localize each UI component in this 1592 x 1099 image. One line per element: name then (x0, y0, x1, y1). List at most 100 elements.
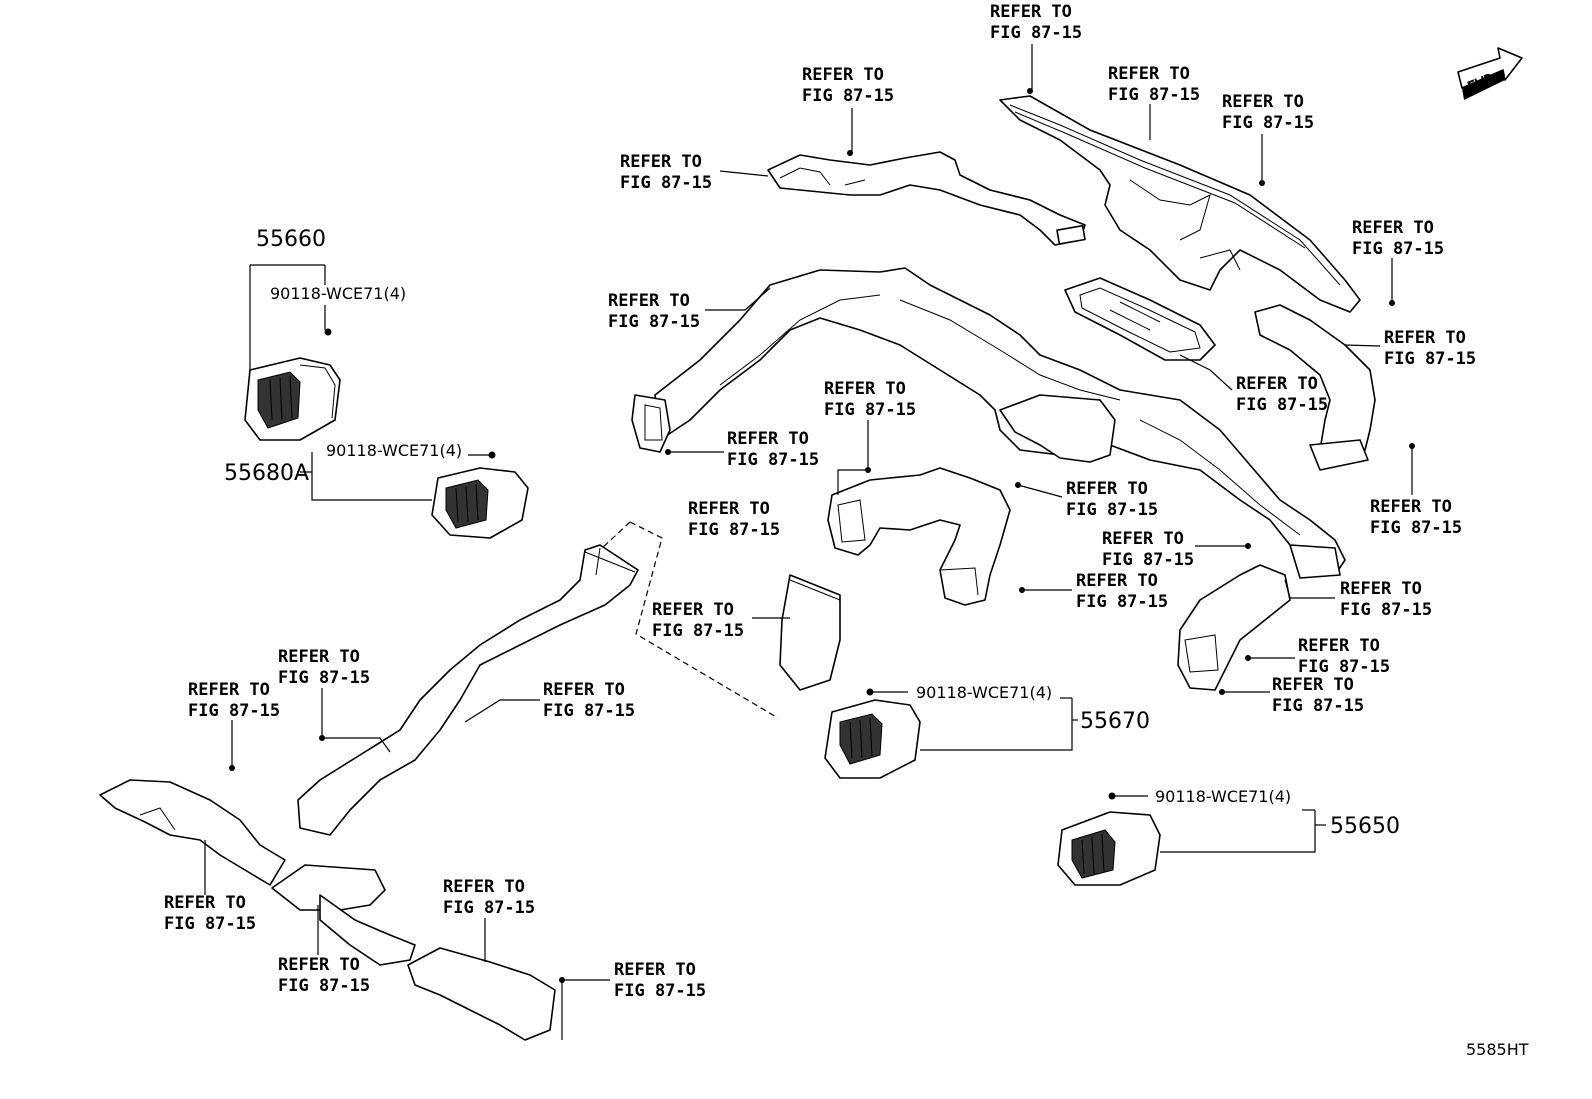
svg-text:FIG 87-15: FIG 87-15 (802, 86, 894, 106)
refer-label-register-frame: REFER TO FIG 87-15 (1236, 374, 1328, 415)
figure-id: 5585HT (1466, 1040, 1529, 1059)
svg-text:FIG 87-15: FIG 87-15 (652, 621, 744, 641)
svg-text:REFER TO: REFER TO (614, 960, 696, 980)
refer-label-top-center: REFER TO FIG 87-15 (990, 2, 1082, 43)
svg-text:REFER TO: REFER TO (443, 877, 525, 897)
right-lower-duct (1177, 564, 1291, 691)
svg-text:REFER TO: REFER TO (164, 893, 246, 913)
svg-text:FIG 87-15: FIG 87-15 (1384, 349, 1476, 369)
svg-text:FIG 87-15: FIG 87-15 (824, 400, 916, 420)
svg-text:REFER TO: REFER TO (688, 499, 770, 519)
svg-text:REFER TO: REFER TO (608, 291, 690, 311)
svg-text:REFER TO: REFER TO (824, 379, 906, 399)
svg-text:FIG 87-15: FIG 87-15 (620, 173, 712, 193)
refer-label-right-lower-bolt-b: REFER TO FIG 87-15 (1272, 675, 1364, 716)
svg-text:REFER TO: REFER TO (1340, 579, 1422, 599)
fwd-arrow-icon: FWD (1457, 47, 1523, 100)
svg-text:REFER TO: REFER TO (1222, 92, 1304, 112)
svg-text:FIG 87-15: FIG 87-15 (443, 898, 535, 918)
register-vent-55680A (431, 467, 529, 539)
defroster-duct (999, 95, 1361, 313)
refer-label-center-lower-right: REFER TO FIG 87-15 (1066, 479, 1158, 520)
svg-text:REFER TO: REFER TO (188, 680, 270, 700)
svg-text:FIG 87-15: FIG 87-15 (543, 701, 635, 721)
center-register-frame (1064, 277, 1216, 361)
main-panel-duct (631, 267, 1346, 579)
refer-label-rear-floor-duct: REFER TO FIG 87-15 (543, 680, 635, 721)
svg-text:REFER TO: REFER TO (1370, 497, 1452, 517)
refer-label-rear-outlet: REFER TO FIG 87-15 (443, 877, 535, 918)
refer-label-right-side-duct: REFER TO FIG 87-15 (1384, 328, 1476, 369)
register-vent-55660 (244, 357, 341, 441)
screw-code-55650: 90118-WCE71(4) (1155, 787, 1291, 806)
svg-text:FIG 87-15: FIG 87-15 (1340, 600, 1432, 620)
connector-duct (779, 574, 841, 691)
svg-text:REFER TO: REFER TO (1272, 675, 1354, 695)
refer-label-rear-floor-bolt: REFER TO FIG 87-15 (278, 647, 370, 688)
refer-label-defroster-end: REFER TO FIG 87-15 (1352, 218, 1444, 259)
refer-label-right-side-bolt: REFER TO FIG 87-15 (1370, 497, 1462, 538)
rear-floor-duct (297, 544, 639, 836)
register-vent-55650 (1057, 811, 1161, 886)
svg-text:FIG 87-15: FIG 87-15 (278, 976, 370, 996)
part-number-55680A: 55680A (224, 461, 309, 486)
svg-text:REFER TO: REFER TO (652, 600, 734, 620)
refer-label-left-floor-duct: REFER TO FIG 87-15 (164, 893, 256, 934)
right-side-duct (1254, 304, 1376, 471)
refer-label-top-duct: REFER TO FIG 87-15 (802, 65, 894, 106)
svg-text:FIG 87-15: FIG 87-15 (188, 701, 280, 721)
register-vent-55670 (824, 699, 921, 779)
svg-text:FIG 87-15: FIG 87-15 (614, 981, 706, 1001)
refer-label-defroster-right: REFER TO FIG 87-15 (1222, 92, 1314, 133)
rear-outlet-duct (407, 947, 556, 1041)
svg-text:FIG 87-15: FIG 87-15 (278, 668, 370, 688)
svg-text:REFER TO: REFER TO (1076, 571, 1158, 591)
svg-text:REFER TO: REFER TO (1066, 479, 1148, 499)
svg-text:REFER TO: REFER TO (620, 152, 702, 172)
refer-label-right-lower-duct: REFER TO FIG 87-15 (1340, 579, 1432, 620)
dashed-boundary (629, 521, 779, 719)
svg-text:FIG 87-15: FIG 87-15 (608, 312, 700, 332)
svg-text:REFER TO: REFER TO (1108, 64, 1190, 84)
svg-text:FIG 87-15: FIG 87-15 (1222, 113, 1314, 133)
svg-text:REFER TO: REFER TO (727, 429, 809, 449)
screw-code-55680A: 90118-WCE71(4) (326, 441, 462, 460)
svg-text:FIG 87-15: FIG 87-15 (1076, 592, 1168, 612)
svg-text:FIG 87-15: FIG 87-15 (688, 520, 780, 540)
svg-text:REFER TO: REFER TO (278, 647, 360, 667)
svg-text:FIG 87-15: FIG 87-15 (1066, 500, 1158, 520)
svg-text:FIG 87-15: FIG 87-15 (1370, 518, 1462, 538)
svg-text:REFER TO: REFER TO (1102, 529, 1184, 549)
refer-label-upper-duct-left: REFER TO FIG 87-15 (620, 152, 712, 193)
left-floor-duct (99, 779, 286, 886)
svg-text:REFER TO: REFER TO (543, 680, 625, 700)
refer-label-right-lower-top: REFER TO FIG 87-15 (1102, 529, 1194, 570)
svg-text:REFER TO: REFER TO (802, 65, 884, 85)
refer-label-left-floor-bolt: REFER TO FIG 87-15 (188, 680, 280, 721)
svg-text:FIG 87-15: FIG 87-15 (164, 914, 256, 934)
screw-code-55670: 90118-WCE71(4) (916, 683, 1052, 702)
lower-floor-duct (271, 864, 416, 966)
refer-label-lower-floor-duct: REFER TO FIG 87-15 (278, 955, 370, 996)
svg-text:FIG 87-15: FIG 87-15 (1108, 85, 1200, 105)
refer-label-connector-duct: REFER TO FIG 87-15 (652, 600, 744, 641)
svg-text:FIG 87-15: FIG 87-15 (727, 450, 819, 470)
part-number-55670: 55670 (1080, 709, 1150, 734)
center-lower-duct (827, 467, 1011, 606)
refer-label-defroster: REFER TO FIG 87-15 (1108, 64, 1200, 105)
svg-text:REFER TO: REFER TO (1384, 328, 1466, 348)
part-number-55660: 55660 (256, 227, 326, 252)
svg-text:FIG 87-15: FIG 87-15 (1352, 239, 1444, 259)
refer-label-center-lower-top: REFER TO FIG 87-15 (824, 379, 916, 420)
svg-text:REFER TO: REFER TO (278, 955, 360, 975)
refer-label-rear-outlet-bolt: REFER TO FIG 87-15 (614, 960, 706, 1001)
refer-label-right-lower-bolt-a: REFER TO FIG 87-15 (1298, 636, 1390, 677)
refer-label-center-lower-left: REFER TO FIG 87-15 (688, 499, 780, 540)
svg-text:REFER TO: REFER TO (990, 2, 1072, 22)
svg-text:FIG 87-15: FIG 87-15 (1298, 657, 1390, 677)
svg-text:REFER TO: REFER TO (1236, 374, 1318, 394)
svg-text:FIG 87-15: FIG 87-15 (1236, 395, 1328, 415)
refer-label-center-lower-bolt: REFER TO FIG 87-15 (1076, 571, 1168, 612)
screw-code-55660: 90118-WCE71(4) (270, 284, 406, 303)
